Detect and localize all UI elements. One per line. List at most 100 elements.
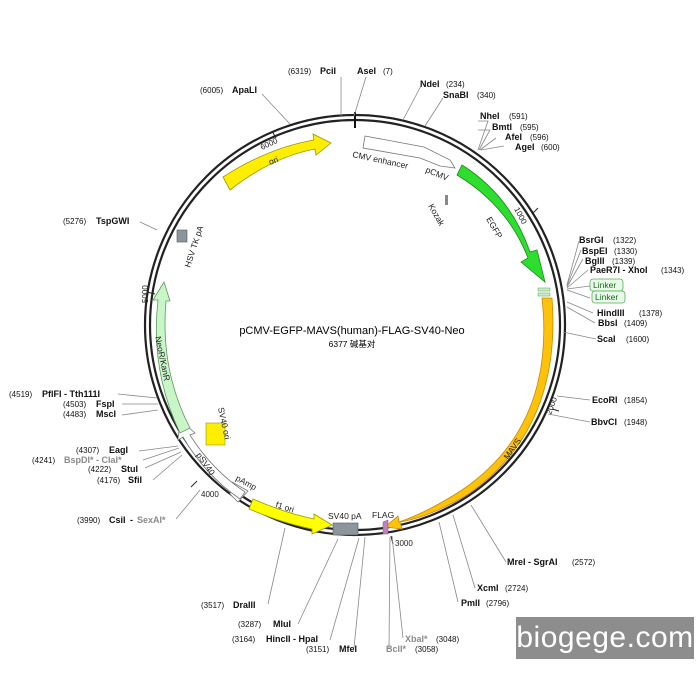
site-name-fspi: FspI <box>96 399 115 409</box>
site-name-afei: AfeI <box>505 132 522 142</box>
site-pos-tspgwi: (5276) <box>63 217 86 226</box>
site-pos-bspdi: (4241) <box>32 456 55 465</box>
site-name-hindiii: HindIII <box>597 308 625 318</box>
site-pos-csii: (3990) <box>77 516 100 525</box>
site-name-nhei: NheI <box>480 111 500 121</box>
site-name-hincii: HincII - HpaI <box>266 634 318 644</box>
site-dash-csii: - <box>130 515 133 525</box>
site-name-apali: ApaLI <box>232 85 257 95</box>
site-name-tspgwi: TspGWI <box>96 216 129 226</box>
plasmid-title: pCMV-EGFP-MAVS(human)-FLAG-SV40-Neo <box>239 325 464 337</box>
linker-tag-2 <box>591 290 626 304</box>
site-name-sfii: SfiI <box>128 475 142 485</box>
site-name-bglii: BglII <box>585 256 605 266</box>
site-name-mfei: MfeI <box>339 644 357 654</box>
site-name-bbsi: BbsI <box>598 318 618 328</box>
site-name-snabi: SnaBI <box>443 90 469 100</box>
site-pos-hindiii: (1378) <box>639 309 662 318</box>
site-pos-bmti: (595) <box>520 123 539 132</box>
site-pos-fspi: (4503) <box>63 400 86 409</box>
site-pos-nhei: (591) <box>509 112 528 121</box>
linker-marker-1 <box>537 287 551 292</box>
ori-arrow <box>222 133 332 191</box>
site-pos-bspei: (1330) <box>614 247 637 256</box>
site-name-agei: AgeI <box>515 142 535 152</box>
site-name-scai: ScaI <box>597 334 616 344</box>
sv40-pa-label: SV40 pA <box>328 511 362 521</box>
linker-marker-2 <box>537 292 551 297</box>
site-pos-bglii: (1339) <box>612 257 635 266</box>
site-name-pflfi: PflFI - Tth111I <box>42 389 100 399</box>
neo-arrow <box>152 281 191 434</box>
linker-tag-1-label: Linker <box>593 280 616 290</box>
site-pos-xbai: (3048) <box>436 635 459 644</box>
site-pos-afei: (596) <box>530 133 549 142</box>
site-pos-bsrgi: (1322) <box>613 236 636 245</box>
site-name-paer7i: PaeR7I - XhoI <box>590 265 648 275</box>
site-pos-ecori: (1854) <box>624 396 647 405</box>
site-pos-snabi: (340) <box>477 91 496 100</box>
site-pos-eagi: (4307) <box>76 446 99 455</box>
pcmv-label: pCMV <box>424 165 450 183</box>
sv40-ori-box <box>205 422 226 446</box>
site-pos-asei: (7) <box>383 67 393 76</box>
site-name-draiii: DraIII <box>233 600 256 610</box>
ori-label: ori <box>267 154 279 167</box>
site-name-bcli: BclI* <box>386 644 407 654</box>
flag-label: FLAG <box>372 510 394 520</box>
watermark: biogege.com <box>516 617 694 659</box>
site-name-mlui: MluI <box>273 619 291 629</box>
site-name-msci: MscI <box>96 409 116 419</box>
tick-label-4000: 4000 <box>201 490 219 499</box>
site-name-bspei: BspEI <box>582 246 608 256</box>
site-leader-lines <box>117 76 597 649</box>
plasmid-size: 6377 碱基对 <box>329 339 376 349</box>
mavs-arrow <box>384 297 554 530</box>
sv40-pa-box <box>332 522 359 536</box>
site-pos-pflfi: (4519) <box>9 390 32 399</box>
site-pos-mrei: (2572) <box>572 558 595 567</box>
site-pos-mfei: (3151) <box>306 645 329 654</box>
site-name-mrei: MreI - SgrAI <box>507 557 558 567</box>
site-pos-scai: (1600) <box>626 335 649 344</box>
site-name-bbvci: BbvCI <box>591 417 617 427</box>
tick-label-3000: 3000 <box>395 539 413 548</box>
tick-label-5000: 5000 <box>141 285 150 303</box>
site-pos-paer7i: (1343) <box>661 266 684 275</box>
egfp-arrow <box>456 164 546 284</box>
site-name-ndei: NdeI <box>420 79 440 89</box>
site-name-xcmi: XcmI <box>477 583 499 593</box>
site-pos-agei: (600) <box>541 143 560 152</box>
tick-label-6000: 6000 <box>259 136 279 152</box>
site-pos-pmli: (2796) <box>486 599 509 608</box>
site-name-xbai: XbaI* <box>405 634 428 644</box>
site-name-eagi: EagI <box>109 445 128 455</box>
site-name-asei: AseI <box>357 66 376 76</box>
site-pos-msci: (4483) <box>63 410 86 419</box>
site-name-sexai: SexAI* <box>137 515 166 525</box>
kozak-marker <box>445 195 448 205</box>
linker-tag-2-label: Linker <box>595 292 618 302</box>
site-name-stui: StuI <box>121 464 138 474</box>
site-pos-bbvci: (1948) <box>624 418 647 427</box>
site-pos-sfii: (4176) <box>97 476 120 485</box>
site-pos-stui: (4222) <box>88 465 111 474</box>
kozak-label: Kozak <box>426 202 447 228</box>
site-name-pmli: PmlI <box>461 598 480 608</box>
site-pos-ndei: (234) <box>446 80 465 89</box>
site-name-bmti: BmtI <box>492 122 512 132</box>
cmv-enhancer-arrow <box>362 135 456 169</box>
site-pos-xcmi: (2724) <box>505 584 528 593</box>
site-name-bspdi: BspDI* - ClaI* <box>64 455 122 465</box>
tick-marks <box>146 130 560 545</box>
f1-ori-arrow <box>248 498 333 535</box>
egfp-label: EGFP <box>484 215 504 240</box>
site-pos-apali: (6005) <box>200 86 223 95</box>
site-pos-draiii: (3517) <box>201 601 224 610</box>
site-pos-bcli: (3058) <box>415 645 438 654</box>
site-pos-bbsi: (1409) <box>624 319 647 328</box>
site-pos-mlui: (3287) <box>238 620 261 629</box>
site-name-csii: CsiI <box>109 515 126 525</box>
site-name-ecori: EcoRI <box>592 395 618 405</box>
